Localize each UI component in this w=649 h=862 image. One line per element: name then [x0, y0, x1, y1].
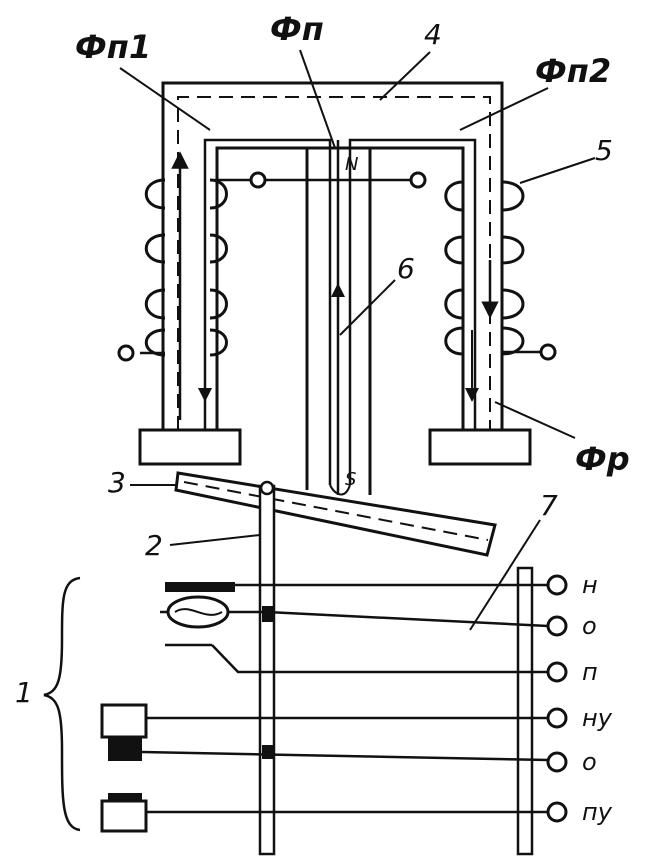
permanent-magnet-6: [305, 140, 372, 495]
pole-shoe-right: [428, 428, 532, 466]
terminal-label-4: о: [582, 748, 597, 776]
output-terminals: [546, 574, 568, 823]
terminal-label-3: ну: [582, 704, 613, 732]
label-flux-1: Фп1: [75, 28, 151, 66]
label-ref-6: 6: [397, 252, 415, 285]
coil-terminal-left-bottom: [117, 344, 135, 362]
leader-flux-1: [119, 67, 211, 131]
coil-right: [258, 178, 540, 356]
label-ref-5: 5: [595, 134, 613, 167]
label-ref-3: 3: [108, 466, 126, 499]
pole-shoe-left: [138, 428, 242, 466]
terminal-label-1: о: [582, 612, 597, 640]
coil-terminal-right-bottom: [539, 343, 557, 361]
leader-flux-r: [494, 401, 576, 439]
label-flux-main: Фп: [270, 10, 324, 48]
coil-terminal-left-top: [249, 171, 267, 189]
terminal-label-5: пу: [582, 798, 613, 826]
label-flux-2: Фп2: [535, 52, 611, 90]
label-ref-1: 1: [15, 676, 33, 709]
leader-7: [469, 519, 541, 631]
leader-flux-main: [299, 49, 336, 149]
leader-5: [519, 157, 596, 184]
terminal-strip-7: [516, 566, 534, 856]
label-pole-s: S: [345, 469, 356, 490]
label-pole-n: N: [345, 154, 358, 175]
contact-spindle-2: [258, 484, 276, 856]
contact-group-1: [100, 582, 549, 833]
leader-flux-2: [459, 87, 549, 131]
terminal-label-2: п: [582, 658, 598, 686]
label-ref-7: 7: [540, 489, 558, 522]
armature-3: [174, 471, 497, 557]
leader-4: [379, 51, 431, 101]
label-flux-r: Фр: [575, 440, 630, 478]
label-ref-4: 4: [424, 18, 442, 51]
group-brace: [43, 576, 81, 832]
coil-terminal-right-top: [409, 171, 427, 189]
label-ref-2: 2: [145, 529, 163, 562]
terminal-label-0: н: [582, 571, 598, 599]
leader-6: [339, 279, 396, 336]
coil-left: [140, 178, 258, 357]
leader-2: [169, 534, 261, 546]
